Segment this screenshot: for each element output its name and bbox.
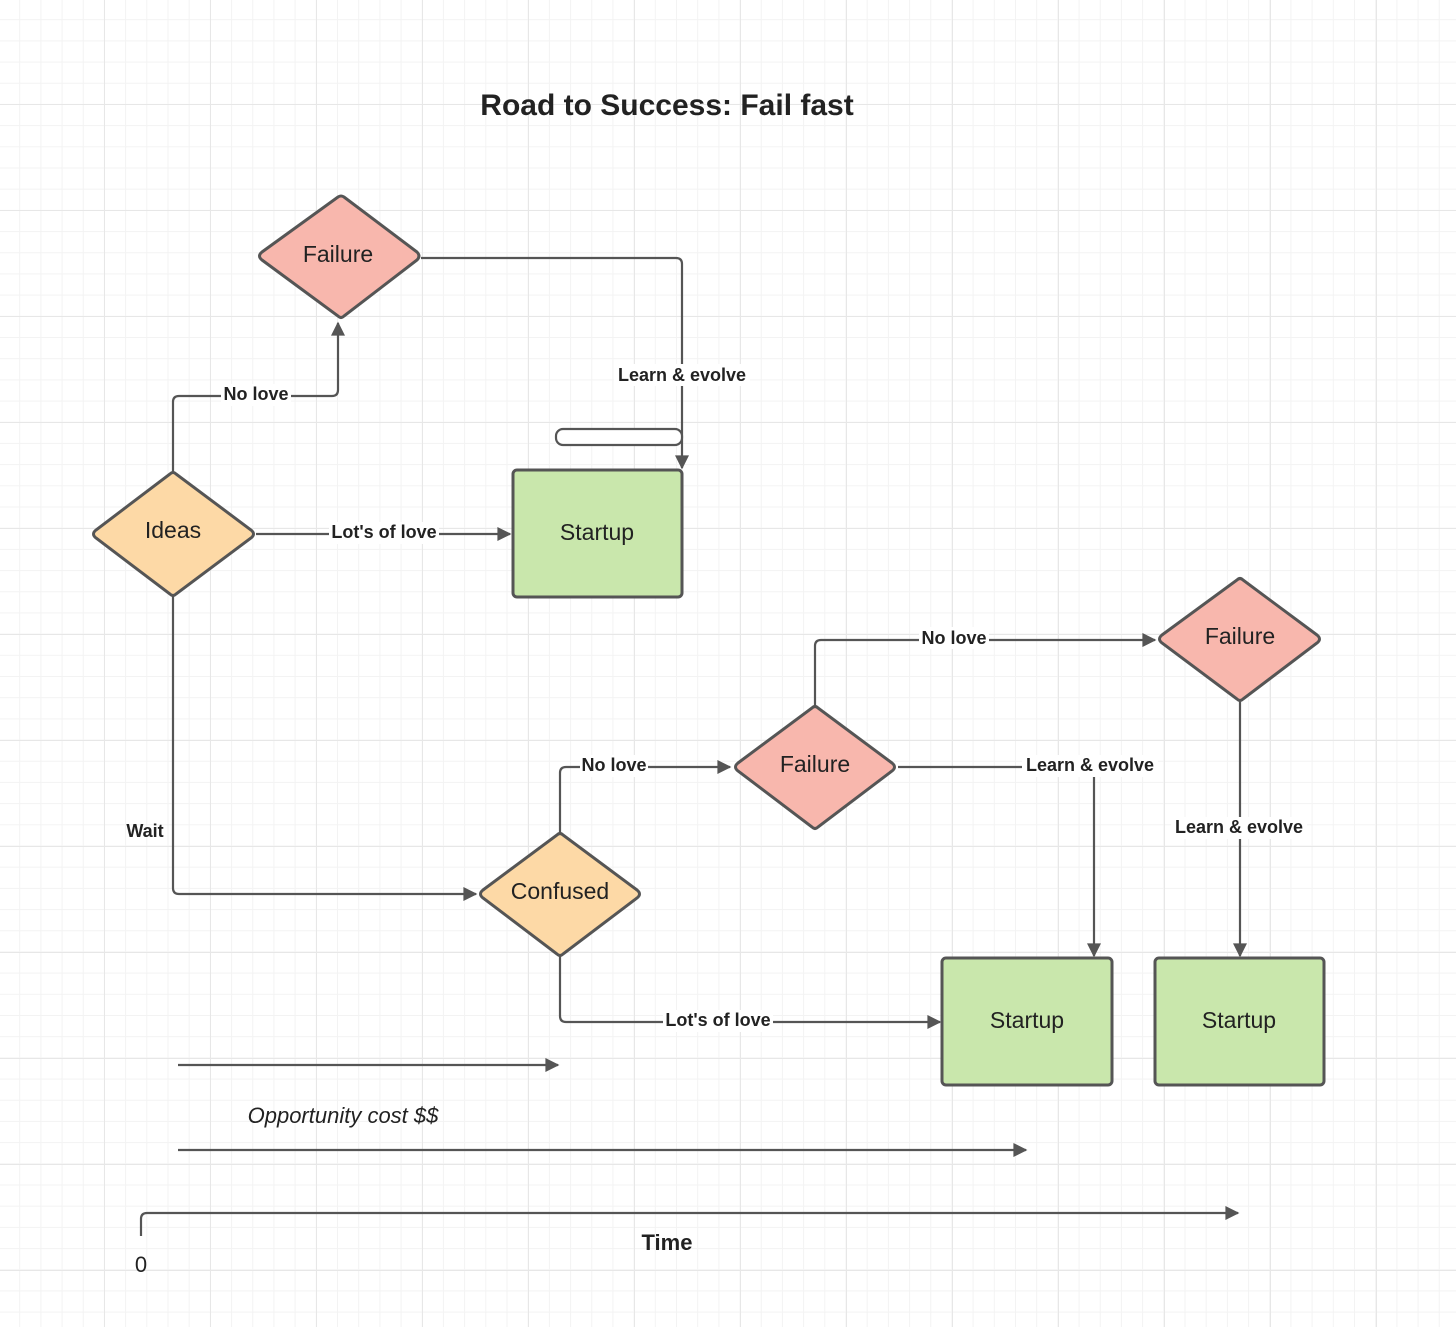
node-label: Confused (511, 878, 609, 904)
edge-label-text: Learn & evolve (1175, 817, 1303, 837)
node-label: Startup (1202, 1007, 1276, 1033)
edge-confused-to-startup (558, 956, 942, 1029)
node-startup-bottom-right: Startup (1153, 956, 1326, 1087)
edge-label-text: No love (223, 384, 288, 404)
edge-label-confused-failure: No love (580, 755, 648, 777)
edge-ideas-to-confused (171, 596, 478, 901)
node-ideas: Ideas (92, 471, 255, 597)
failure-diamond-shape (734, 705, 896, 830)
edge-label-text: Learn & evolve (1026, 755, 1154, 775)
edge-label-text: No love (921, 628, 986, 648)
node-failure-top: Failure (258, 194, 421, 319)
time-origin-label: 0 (135, 1252, 147, 1277)
diagram-title: Road to Success: Fail fast (480, 89, 853, 122)
empty-bar-shape (554, 427, 684, 447)
edge-failure-to-failure (813, 633, 1157, 706)
edge-failure-mid-to-startup (898, 765, 1101, 958)
opportunity-cost-label: Opportunity cost $$ (248, 1103, 440, 1128)
ideas-diamond-shape (92, 471, 255, 597)
startup-box-shape (940, 956, 1114, 1087)
node-confused: Confused (479, 832, 641, 957)
edge-label-text: Lot's of love (331, 522, 436, 542)
edge-label-ideas-failure: No love (221, 384, 291, 406)
edge-label-wait: Wait (126, 821, 163, 841)
confused-diamond-shape (479, 832, 641, 957)
startup-box-shape (511, 468, 684, 599)
node-label: Startup (560, 519, 634, 545)
node-failure-right: Failure (1158, 577, 1321, 702)
node-label: Failure (1205, 623, 1275, 649)
edge-confused-to-failure (558, 760, 732, 832)
node-label: Startup (990, 1007, 1064, 1033)
time-axis-label: Time (642, 1230, 693, 1255)
edge-label-failure-startup: Learn & evolve (614, 364, 750, 386)
edge-label-text: No love (581, 755, 646, 775)
node-failure-mid: Failure (734, 705, 896, 830)
edge-label-ideas-startup: Lot's of love (329, 522, 439, 544)
edge-label-text: Lot's of love (665, 1010, 770, 1030)
node-startup-bottom-left: Startup (940, 956, 1114, 1087)
edge-label-text: Wait (126, 821, 163, 841)
edge-label-failure-failure: No love (919, 627, 989, 649)
edge-label-confused-startup: Lot's of love (663, 1010, 773, 1032)
failure-diamond-shape (1158, 577, 1321, 702)
node-label: Ideas (145, 517, 201, 543)
edge-failure-to-startup (421, 256, 689, 470)
node-label: Failure (780, 751, 850, 777)
failure-diamond-shape (258, 194, 421, 319)
edge-label-failure-right-startup: Learn & evolve (1171, 817, 1307, 839)
node-label: Failure (303, 241, 373, 267)
timeline-arrow-time (139, 1206, 1240, 1236)
edge-label-failure-mid-startup: Learn & evolve (1022, 755, 1158, 777)
edge-label-text: Learn & evolve (618, 365, 746, 385)
node-startup-top: Startup (511, 468, 684, 599)
startup-box-shape (1153, 956, 1326, 1087)
